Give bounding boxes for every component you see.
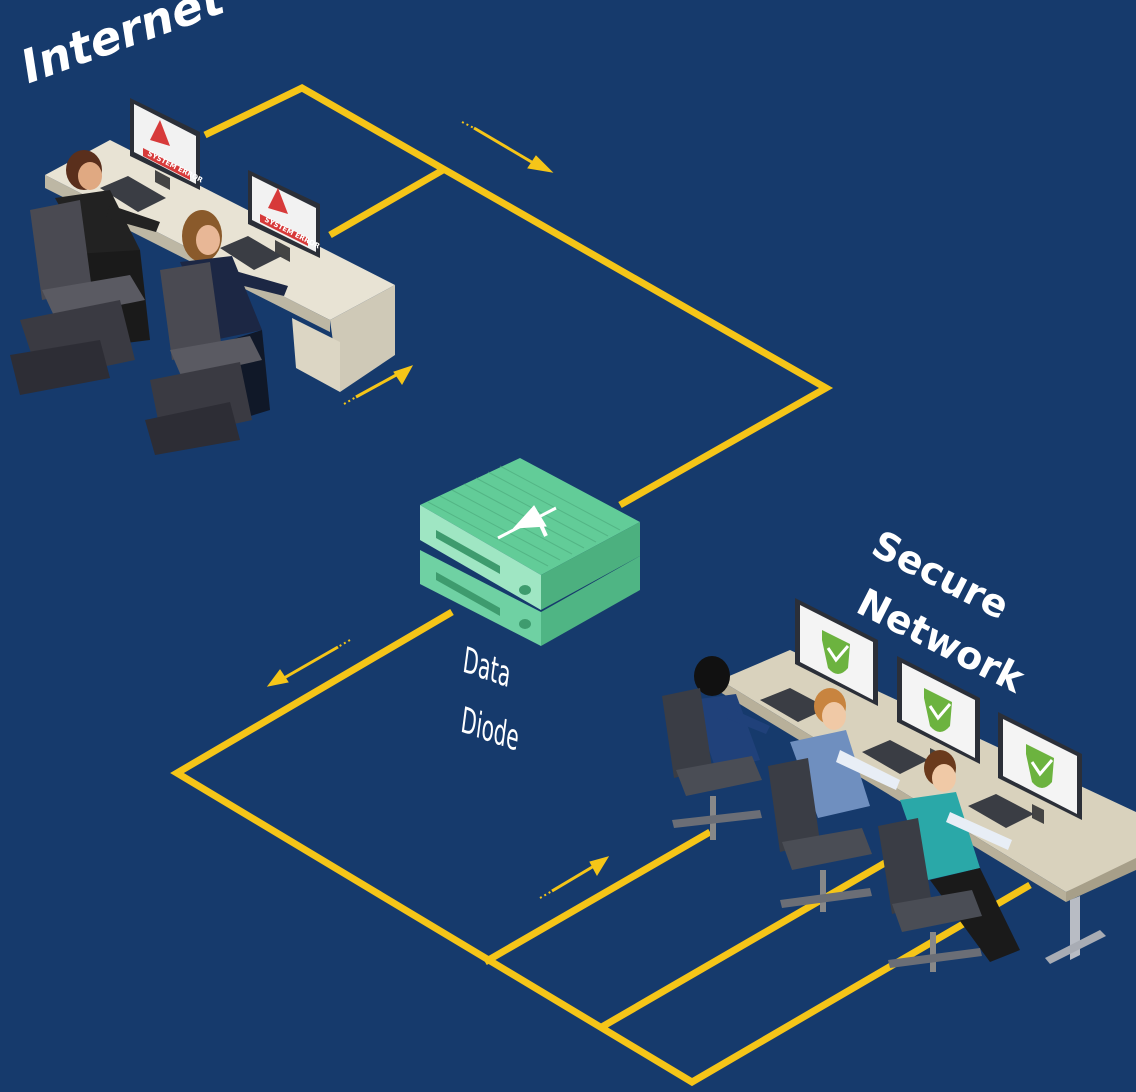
warning-icon [268, 188, 288, 214]
arrow-icon [461, 121, 554, 173]
internet-chair-1 [10, 200, 145, 395]
monitor-secure-1 [795, 598, 878, 710]
monitor-internet-2: SYSTEM ERROR [248, 170, 322, 262]
shield-check-icon [924, 688, 952, 732]
internet-chair-2 [145, 262, 262, 455]
shield-check-icon [822, 630, 850, 674]
diode-symbol-icon [497, 505, 557, 540]
connection-lines [170, 84, 1032, 1087]
arrow-icon [539, 856, 610, 899]
secure-chair-2 [768, 758, 872, 912]
monitor-internet-1: SYSTEM ERROR [130, 98, 205, 190]
secure-chair-3 [878, 818, 982, 972]
secure-branch-line-2 [598, 856, 892, 1032]
secure-branch-line-1 [483, 828, 712, 966]
secure-user-1 [692, 656, 770, 770]
warning-icon [150, 120, 170, 146]
monitor-secure-2 [897, 656, 980, 768]
secure-workstation [662, 598, 1136, 972]
monitor-secure-3 [998, 712, 1082, 824]
secure-chair-1 [662, 688, 762, 840]
secure-user-3 [900, 750, 1020, 962]
arrow-icon [343, 365, 414, 405]
data-diode-device [420, 458, 640, 646]
arrow-icon [266, 639, 351, 687]
internet-workstation: SYSTEM ERROR SYSTEM ERROR [10, 98, 395, 455]
shield-check-icon [1026, 744, 1054, 788]
internet-top-line [203, 84, 834, 509]
internet-branch-line [328, 166, 445, 239]
flow-arrows [266, 121, 610, 899]
secure-bottom-line [170, 608, 1032, 1087]
